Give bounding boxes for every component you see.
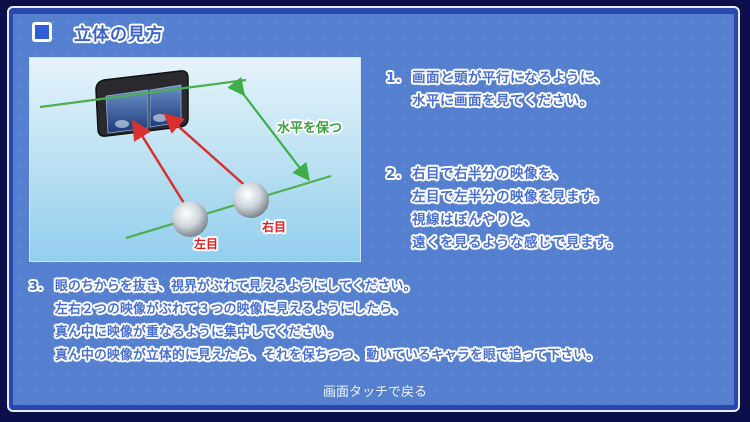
title-square-icon [32, 22, 52, 42]
viewing-diagram: 水平を保つ 右目 左目 [29, 57, 361, 262]
step-3: 3. 眼のちからを抜き、視界がぶれて見えるようにしてください。 左右２つの映像がぶ… [29, 275, 599, 367]
left-eye-label: 左目 [194, 237, 219, 251]
step-line: 左目で左半分の映像を見ます。 [412, 189, 607, 205]
step-number: 3. [29, 279, 44, 294]
page-title: 立体の見方 [74, 24, 164, 45]
step-line: 画面と頭が平行になるように、 [412, 70, 608, 86]
level-label: 水平を保つ [277, 121, 343, 136]
touch-to-return-button[interactable]: 画面タッチで戻る [322, 385, 427, 400]
step-line: 水平に画面を見てください。 [412, 93, 594, 109]
step-number: 2. [386, 166, 402, 182]
header: 立体の見方 [24, 18, 164, 46]
left-eye-icon [172, 201, 208, 237]
step-line: 視線はぼんやりと、 [412, 212, 538, 228]
step-line: 真ん中の映像が立体的に見えたら、それを保ちつつ、動いているキャラを眼で追って下さ… [55, 348, 600, 363]
step-line: 遠くを見るような感じで見ます。 [412, 235, 621, 251]
diagram-illustration [39, 70, 332, 240]
step-line: 眼のちからを抜き、視界がぶれて見えるようにしてください。 [55, 279, 417, 294]
step-line: 右目で右半分の映像を、 [412, 166, 566, 182]
right-eye-label: 右目 [262, 220, 287, 234]
step-number: 1. [386, 70, 402, 86]
step-line: 左右２つの映像がぶれて３つの映像に見えるようにしたら、 [55, 302, 406, 317]
right-eye-icon [233, 182, 269, 218]
step-line: 真ん中に映像が重なるように集中してください。 [55, 325, 341, 340]
device-icon [95, 70, 189, 137]
step-1: 1. 画面と頭が平行になるように、 水平に画面を見てください。 [386, 67, 608, 113]
step-2: 2. 右目で右半分の映像を、 左目で左半分の映像を見ます。 視線はぼんやりと、 遠… [386, 163, 621, 255]
